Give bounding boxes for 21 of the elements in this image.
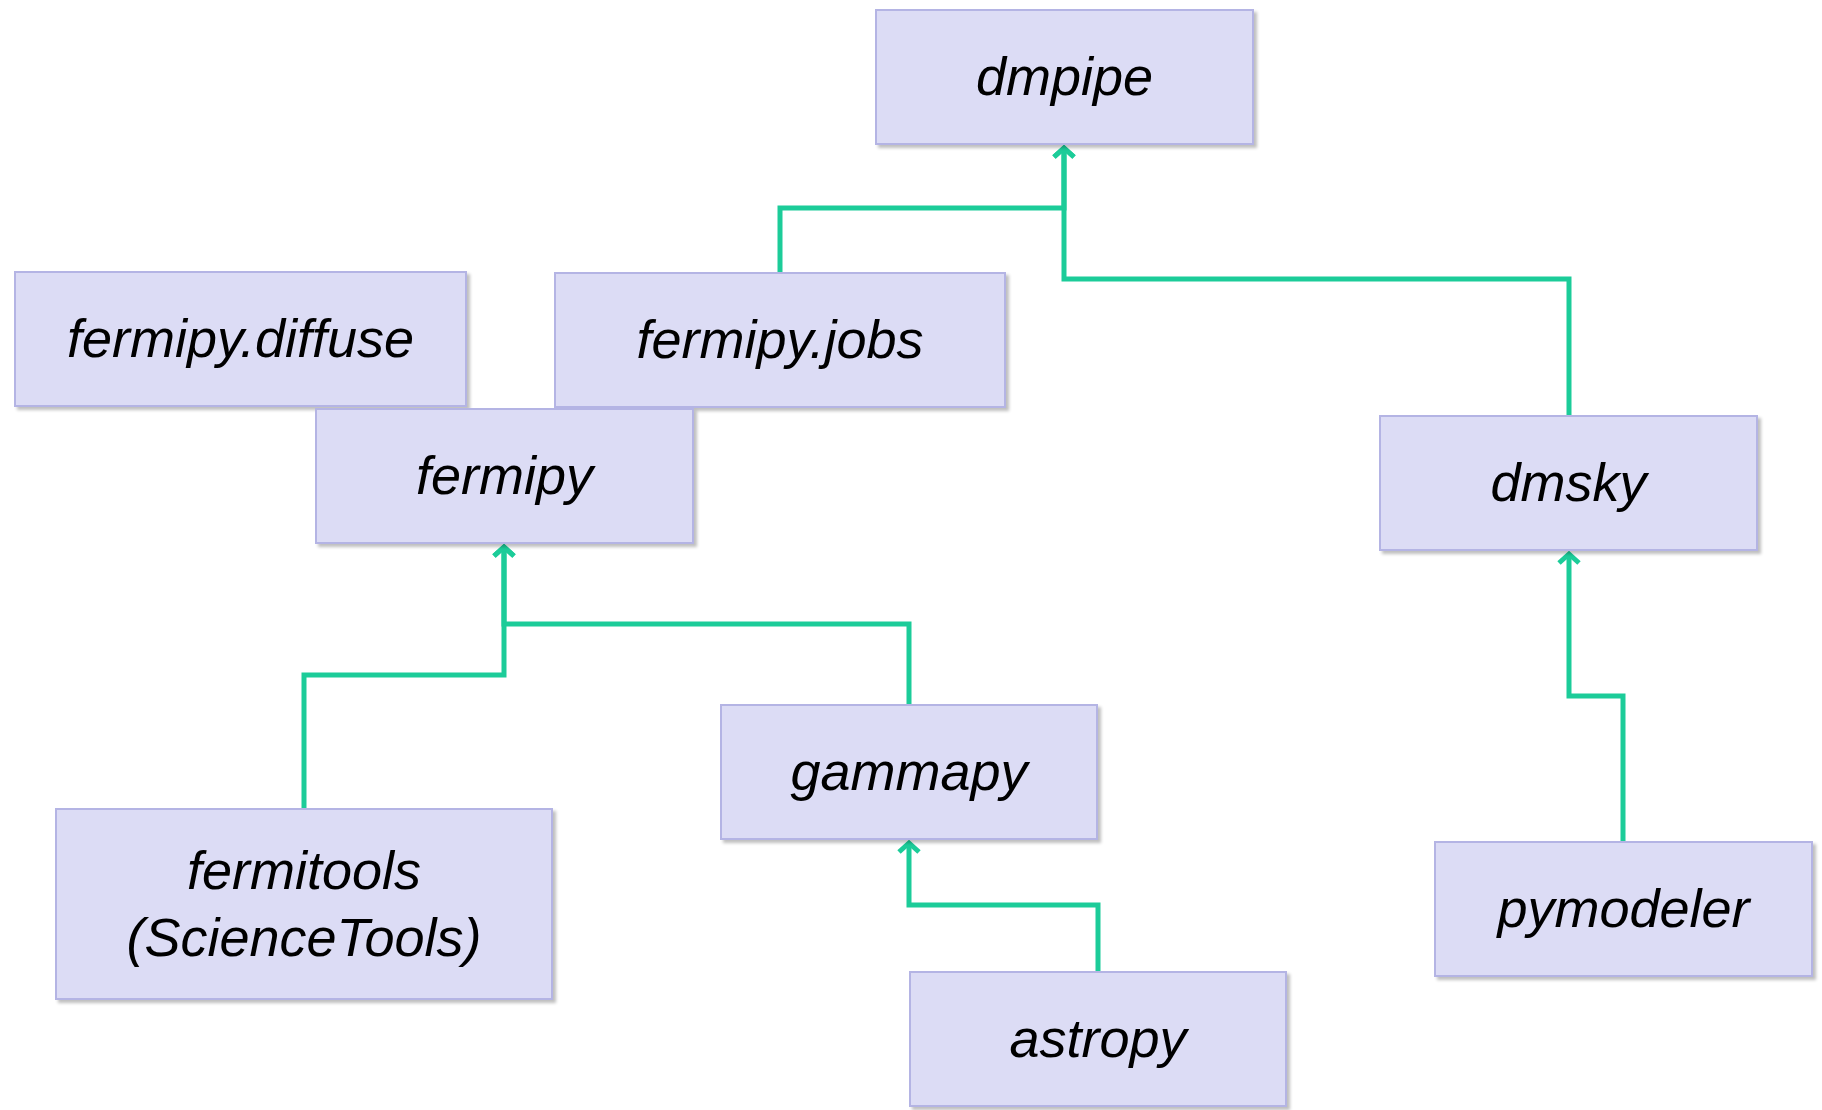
package-name: fermipy.jobs [636,308,924,372]
package-name: dmpipe [975,45,1154,109]
package-box [315,408,694,544]
package-name: gammapy [790,740,1028,804]
package-name: astropy [1009,1007,1187,1071]
dependency-arrow [896,840,1101,971]
package-name: fermitools (ScienceTools) [125,838,483,969]
package-name: fermipy.diffuse [66,307,415,371]
dependency-arrow [1556,551,1626,841]
dependency-arrow [491,544,912,704]
package-box [14,271,467,407]
package-box [55,808,553,1000]
package-box [720,704,1098,840]
package-box [875,9,1254,145]
package-name: dmsky [1490,451,1647,515]
package-box [909,971,1287,1107]
dependency-arrow [1051,145,1572,415]
package-box [1434,841,1813,977]
package-box [1379,415,1758,551]
package-name: pymodeler [1497,877,1750,941]
package-box [554,272,1006,408]
